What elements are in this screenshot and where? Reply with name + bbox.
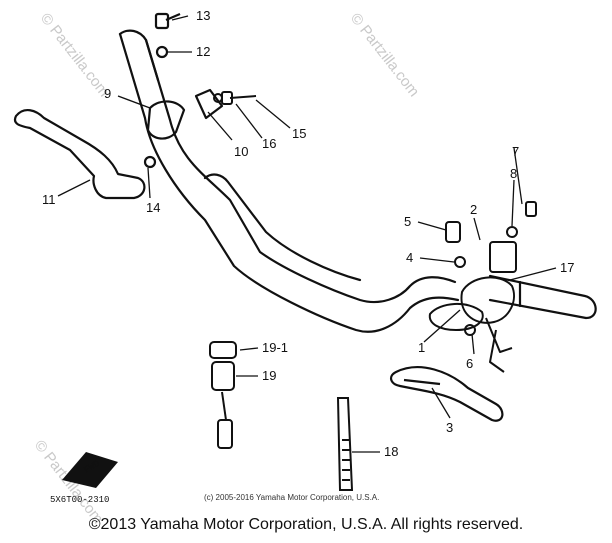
callout-12: 12 <box>196 44 210 59</box>
handlebar <box>118 29 597 333</box>
right-brake-lever <box>390 366 504 422</box>
right-switch-housing <box>428 241 517 373</box>
callout-14: 14 <box>146 200 160 215</box>
callout-18: 18 <box>384 444 398 459</box>
callout-13: 13 <box>196 8 210 23</box>
callout-9: 9 <box>104 86 111 101</box>
callout-17: 17 <box>560 260 574 275</box>
callout-3: 3 <box>446 420 453 435</box>
small-copyright: (c) 2005-2016 Yamaha Motor Corporation, … <box>204 493 379 502</box>
callout-4: 4 <box>406 250 413 265</box>
throttle-cable-part-19 <box>209 341 237 449</box>
cable-tie-part-18 <box>336 397 354 491</box>
watermark-top-right: © Partzilla.com <box>347 10 423 100</box>
callout-8: 8 <box>510 166 517 181</box>
callout-19: 19 <box>262 368 276 383</box>
callout-16: 16 <box>262 136 276 151</box>
leader-lines <box>57 15 557 453</box>
watermark-top-left: © Partzilla.com <box>37 10 113 100</box>
callout-10: 10 <box>234 144 248 159</box>
callout-2: 2 <box>470 202 477 217</box>
callout-19-1: 19-1 <box>262 340 288 355</box>
callout-6: 6 <box>466 356 473 371</box>
callout-15: 15 <box>292 126 306 141</box>
callout-5: 5 <box>404 214 411 229</box>
callout-11: 11 <box>42 192 56 207</box>
drawing-code: 5X6T00-2310 <box>50 495 109 505</box>
small-hardware <box>213 91 537 336</box>
callout-labels: 13 12 9 10 16 15 11 14 7 8 2 5 4 17 1 6 … <box>42 8 574 459</box>
callout-1: 1 <box>418 340 425 355</box>
fwd-arrow: FWD <box>62 452 118 488</box>
footer-copyright: ©2013 Yamaha Motor Corporation, U.S.A. A… <box>88 516 524 533</box>
callout-7: 7 <box>512 144 519 159</box>
left-clutch-lever-and-holder <box>13 12 224 200</box>
